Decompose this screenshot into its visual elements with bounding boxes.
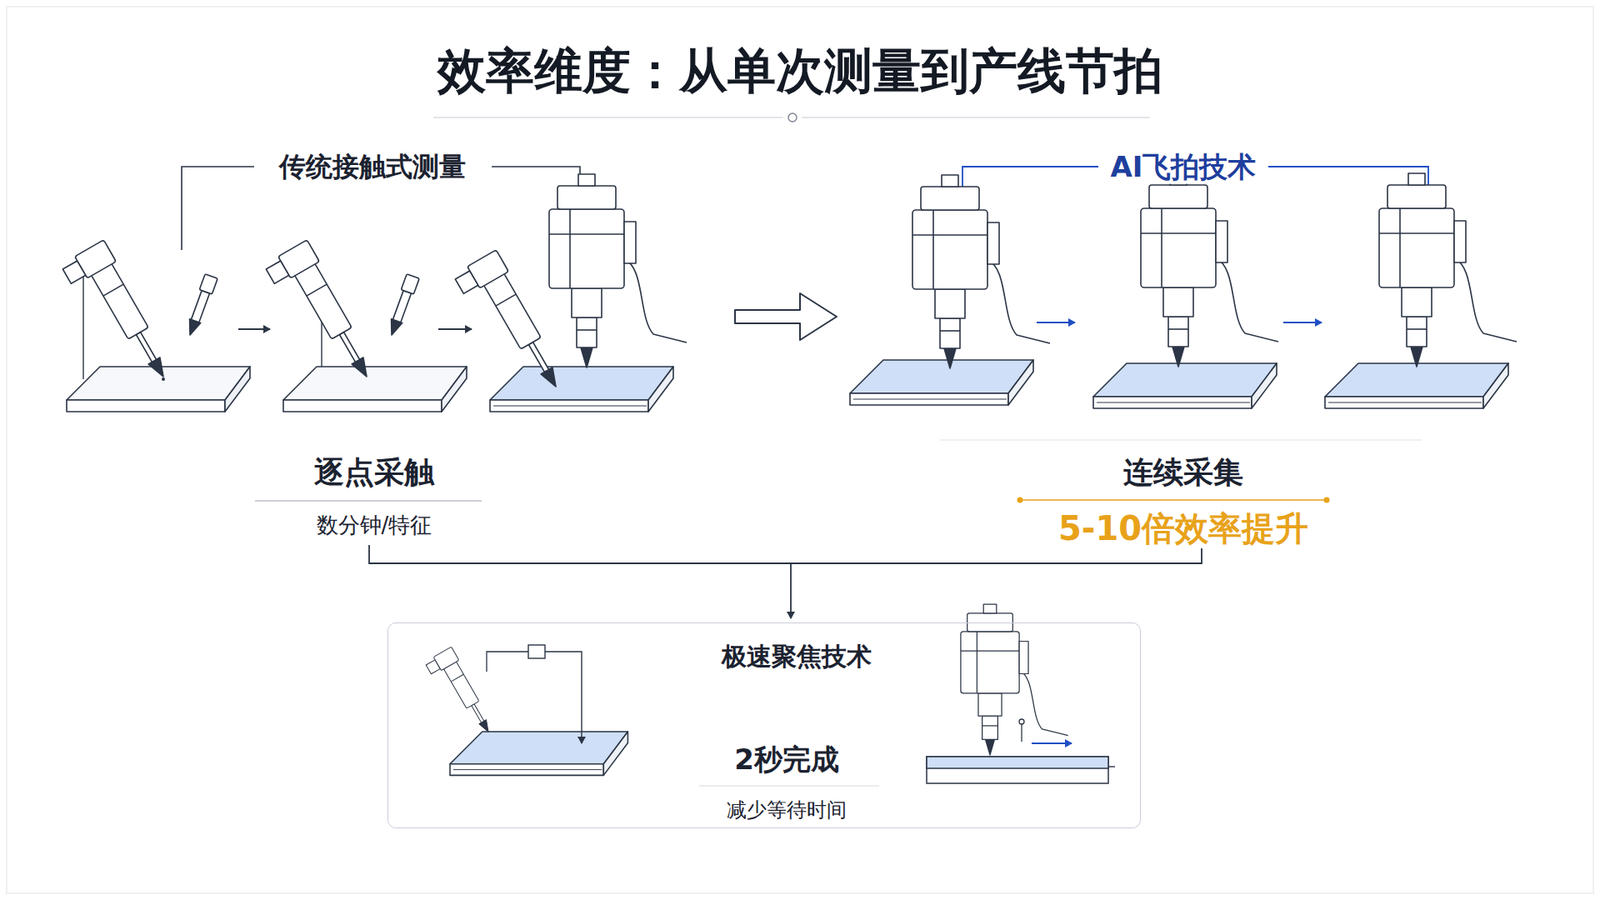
time-note: 数分钟/特征 (311, 512, 438, 539)
box-heading: 极速聚焦技术 (716, 641, 877, 672)
box-note: 减少等待时间 (721, 798, 852, 823)
page-title: 效率维度：从单次测量到产线节拍 (432, 42, 1168, 101)
group-heading: AI飞拍技术 (1105, 150, 1262, 185)
method-label: 连续采集 (1118, 454, 1249, 490)
feature-panel: 极速聚焦技术 2秒完成减少等待时间 (387, 622, 1141, 829)
group-heading: 传统接触式测量 (274, 150, 471, 183)
gain-highlight: 5-10倍效率提升 (1053, 508, 1314, 549)
box-value: 2秒完成 (729, 742, 845, 777)
method-label: 逐点采触 (309, 454, 440, 490)
